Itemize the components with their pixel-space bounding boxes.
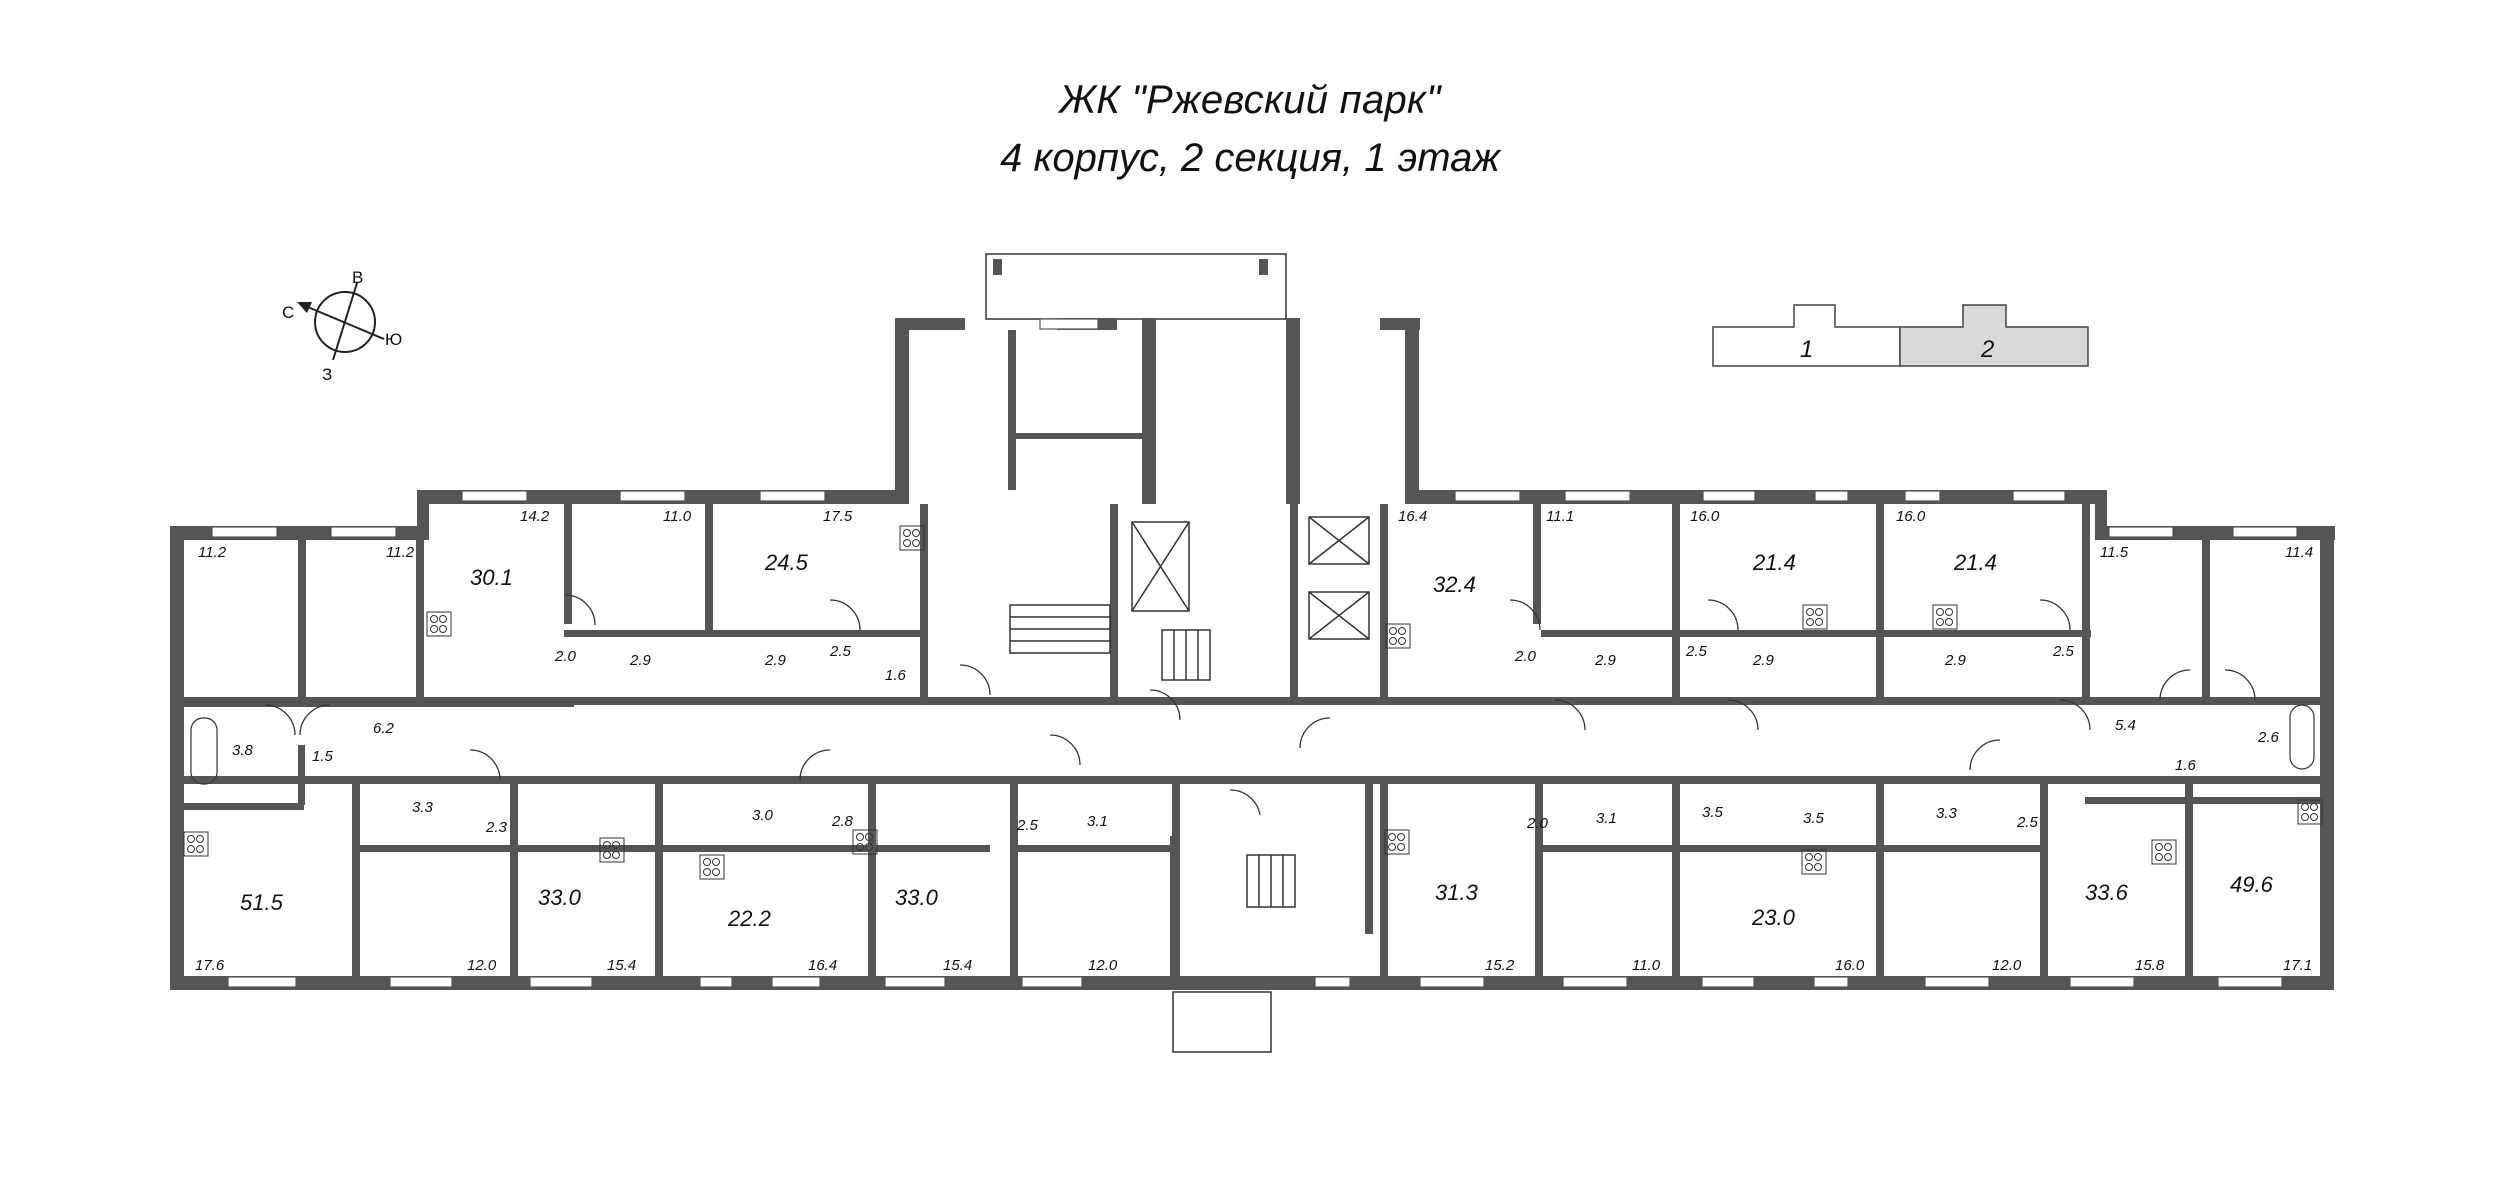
- building-walls: [170, 318, 2335, 990]
- room-area: 16.0: [1835, 957, 1865, 974]
- compass-west: З: [322, 365, 332, 384]
- section-1-button[interactable]: 1: [1712, 304, 1901, 367]
- room-area: 2.9: [1944, 652, 1967, 669]
- room-area: 11.2: [386, 544, 415, 561]
- room-area: 2.5: [829, 643, 852, 660]
- room-area: 3.3: [412, 799, 434, 816]
- room-area: 2.9: [764, 652, 787, 669]
- room-area: 11.0: [1632, 957, 1661, 974]
- room-area: 3.5: [1803, 810, 1825, 827]
- apartment-total-area: 33.6: [2085, 880, 2129, 905]
- door-icons: [264, 594, 2256, 816]
- windows: [211, 318, 2298, 988]
- compass-east: В: [352, 268, 363, 287]
- room-area: 2.3: [485, 819, 508, 836]
- room-area: 2.5: [1016, 817, 1039, 834]
- apartment-total-area: 21.4: [1752, 550, 1796, 575]
- section-1-label: 1: [1800, 336, 1813, 363]
- room-labels-middle: 2.0 2.9 2.9 2.5 1.6 3.8 1.5 6.2 3.3 2.3 …: [232, 643, 2280, 836]
- room-area: 2.8: [831, 813, 854, 830]
- room-area: 12.0: [467, 957, 497, 974]
- room-area: 16.0: [1896, 508, 1926, 525]
- room-area: 15.8: [2135, 957, 2165, 974]
- complex-title: ЖК "Ржевский парк": [1059, 78, 1441, 122]
- room-area: 3.1: [1596, 810, 1617, 827]
- apartment-total-area: 32.4: [1433, 572, 1476, 597]
- room-area: 1.6: [2175, 757, 2197, 774]
- floor-subtitle: 4 корпус, 2 секция, 1 этаж: [1000, 136, 1500, 180]
- room-area: 3.5: [1702, 804, 1724, 821]
- room-area: 2.0: [1526, 815, 1549, 832]
- room-area: 2.9: [1594, 652, 1617, 669]
- stairs-icon: [1009, 604, 1296, 908]
- room-area: 2.5: [2016, 814, 2039, 831]
- room-area: 16.0: [1690, 508, 1720, 525]
- room-area: 2.0: [554, 648, 577, 665]
- room-area: 2.6: [2257, 729, 2280, 746]
- room-area: 15.4: [943, 957, 972, 974]
- apartment-total-area: 33.0: [895, 885, 939, 910]
- section-2-label: 2: [1980, 336, 1994, 363]
- room-area: 1.6: [885, 667, 907, 684]
- apartment-total-area: 24.5: [764, 550, 809, 575]
- room-area: 3.1: [1087, 813, 1108, 830]
- room-area: 17.1: [2283, 957, 2312, 974]
- apartment-total-area: 21.4: [1953, 550, 1997, 575]
- room-area: 1.5: [312, 748, 334, 765]
- room-area: 16.4: [808, 957, 837, 974]
- apartment-total-area: 23.0: [1751, 905, 1796, 930]
- section-2-button[interactable]: 2: [1899, 304, 2089, 367]
- compass-icon: С В Ю З: [282, 268, 402, 384]
- room-area: 12.0: [1088, 957, 1118, 974]
- room-area: 17.5: [823, 508, 853, 525]
- apartment-total-area: 30.1: [470, 565, 513, 590]
- room-area: 14.2: [520, 508, 550, 525]
- room-area: 2.0: [1514, 648, 1537, 665]
- room-area: 2.5: [1685, 643, 1708, 660]
- room-area: 3.0: [752, 807, 774, 824]
- room-area: 3.3: [1936, 805, 1958, 822]
- room-area: 11.1: [1546, 508, 1574, 525]
- apartment-total-area: 31.3: [1435, 880, 1479, 905]
- section-selector: 1 2: [1712, 304, 2089, 367]
- room-area: 6.2: [373, 720, 395, 737]
- room-area: 11.4: [2285, 544, 2313, 561]
- room-area: 2.9: [1752, 652, 1775, 669]
- room-labels-bottom: 51.5 17.6 12.0 33.0 15.4 22.2 16.4 33.0 …: [195, 872, 2312, 974]
- stove-icon: [183, 525, 2323, 880]
- room-area: 12.0: [1992, 957, 2022, 974]
- apartment-total-area: 49.6: [2230, 872, 2274, 897]
- room-area: 3.8: [232, 742, 254, 759]
- room-area: 2.9: [629, 652, 652, 669]
- bathtub-icon: [190, 704, 2315, 785]
- entrance-canopy: [985, 253, 1287, 320]
- room-area: 2.5: [2052, 643, 2075, 660]
- entrance-porch: [1172, 991, 1272, 1053]
- room-area: 16.4: [1398, 508, 1427, 525]
- room-labels-top: 11.2 11.2 14.2 30.1 11.0 17.5 24.5 16.4 …: [198, 508, 2313, 597]
- room-area: 11.0: [663, 508, 692, 525]
- compass-north: С: [282, 303, 294, 322]
- room-area: 11.5: [2100, 544, 2129, 561]
- room-area: 15.2: [1485, 957, 1515, 974]
- room-area: 11.2: [198, 544, 227, 561]
- room-area: 17.6: [195, 957, 225, 974]
- apartment-total-area: 33.0: [538, 885, 582, 910]
- apartment-total-area: 51.5: [240, 890, 284, 915]
- room-area: 15.4: [607, 957, 636, 974]
- compass-south: Ю: [385, 330, 402, 349]
- apartment-total-area: 22.2: [727, 906, 771, 931]
- elevator-icon: [1131, 516, 1370, 640]
- room-area: 5.4: [2115, 717, 2136, 734]
